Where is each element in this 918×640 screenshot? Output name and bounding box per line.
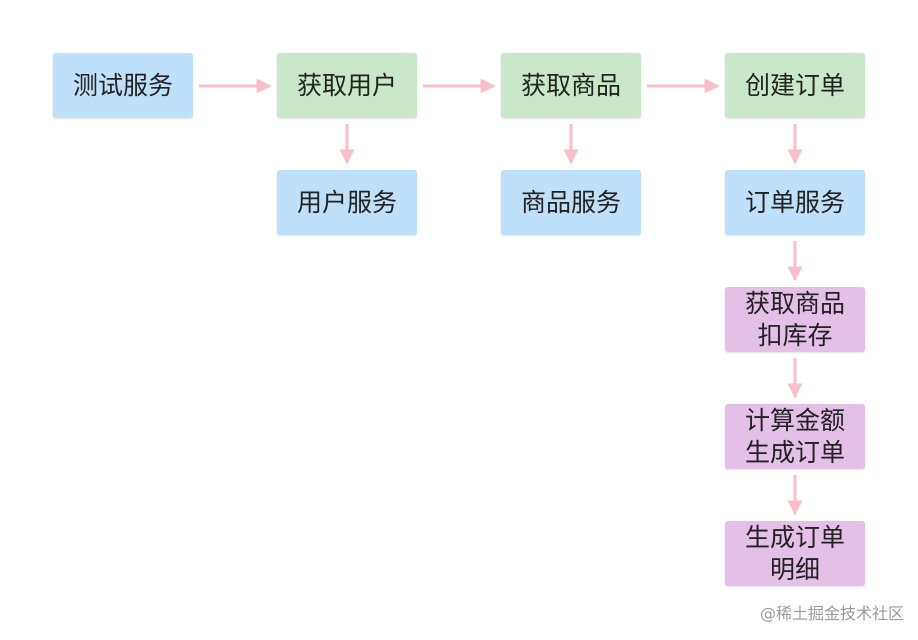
node-get-product: 获取商品: [501, 53, 641, 118]
node-label: 订单服务: [744, 187, 845, 217]
node-calc-amount: 计算金额 生成订单: [725, 404, 865, 469]
node-order-service: 订单服务: [725, 170, 865, 235]
watermark: @稀土掘金技术社区: [759, 604, 904, 623]
node-label: 商品服务: [520, 187, 621, 217]
node-label: 计算金额 生成订单: [744, 405, 845, 467]
node-label: 用户服务: [296, 187, 397, 217]
node-test-service: 测试服务: [53, 53, 193, 118]
node-get-user: 获取用户: [277, 53, 417, 118]
node-label: 获取用户: [296, 70, 397, 100]
node-order-detail: 生成订单 明细: [725, 521, 865, 586]
node-label: 获取商品 扣库存: [744, 288, 845, 350]
node-label: 测试服务: [72, 70, 173, 100]
node-user-service: 用户服务: [277, 170, 417, 235]
node-label: 生成订单 明细: [744, 522, 845, 584]
node-label: 创建订单: [744, 70, 845, 100]
node-label: 获取商品: [520, 70, 621, 100]
node-create-order: 创建订单: [725, 53, 865, 118]
node-deduct-stock: 获取商品 扣库存: [725, 287, 865, 352]
node-product-service: 商品服务: [501, 170, 641, 235]
